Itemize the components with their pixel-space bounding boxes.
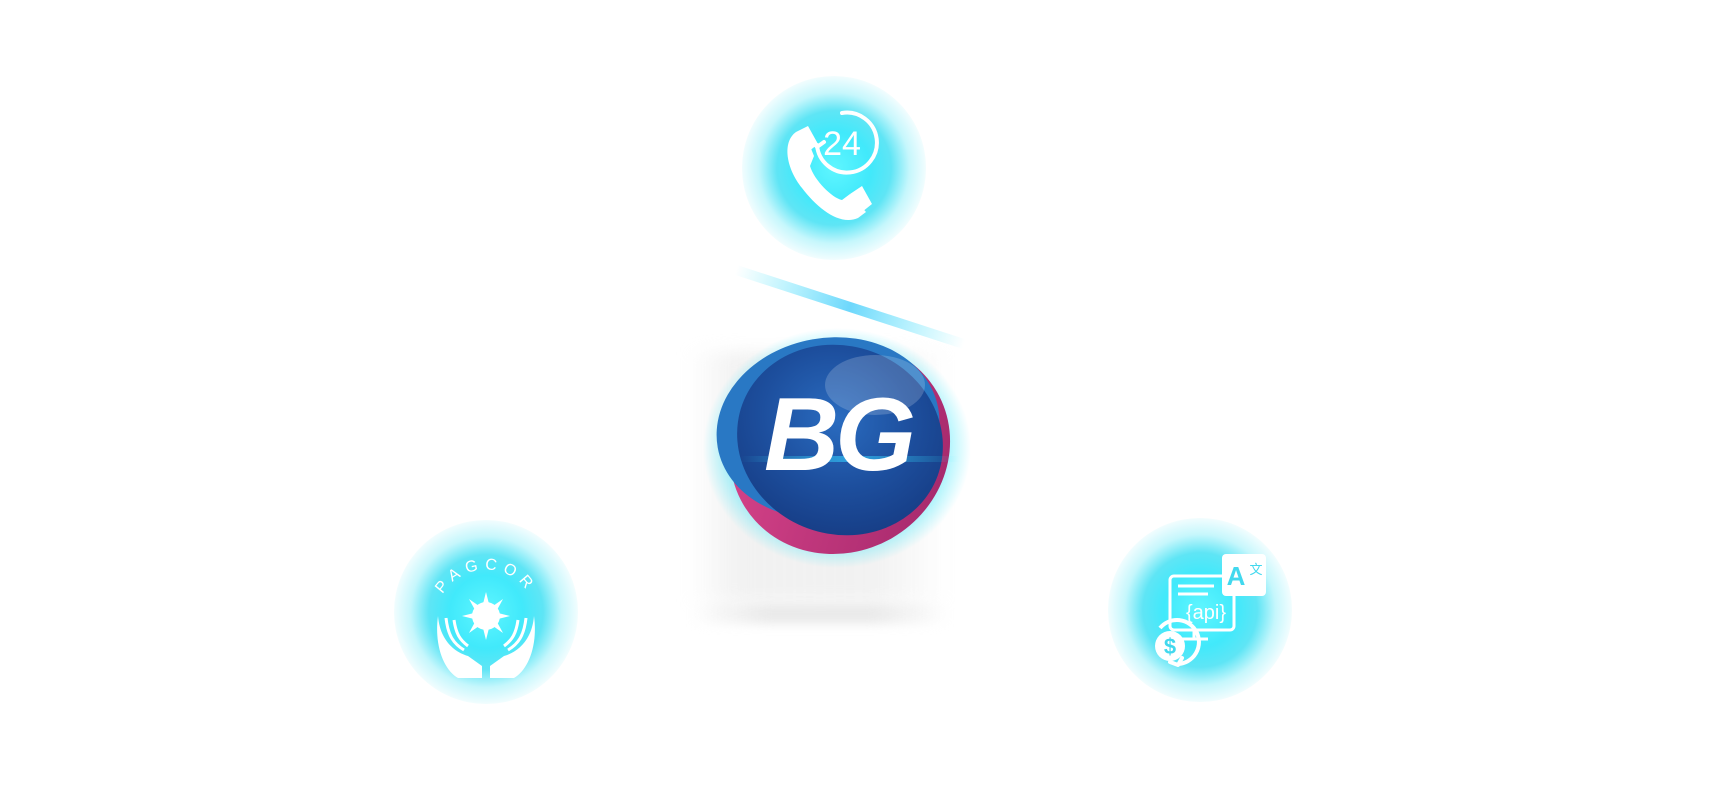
bg-logo: BG	[700, 265, 1000, 580]
seal-text: PAGCOR	[432, 556, 540, 597]
bg-logo-mark: BG	[703, 265, 971, 568]
support-hours-label: 24	[823, 125, 861, 163]
support-24-phone-icon: 24	[787, 110, 879, 221]
translate-letter: A	[1227, 561, 1246, 591]
integration-badge: {api} A 文 $	[1108, 518, 1292, 702]
logo-reflection	[690, 604, 950, 624]
support-badge: 24	[742, 76, 926, 260]
pagcor-seal-icon: PAGCOR	[432, 556, 540, 678]
translate-glyph: 文	[1249, 563, 1262, 578]
logo-text: BG	[764, 377, 913, 493]
license-badge: PAGCOR	[394, 520, 578, 704]
currency-symbol: $	[1164, 634, 1176, 659]
api-currency-translate-icon: {api} A 文 $	[1155, 554, 1266, 667]
api-label: {api}	[1186, 602, 1226, 624]
